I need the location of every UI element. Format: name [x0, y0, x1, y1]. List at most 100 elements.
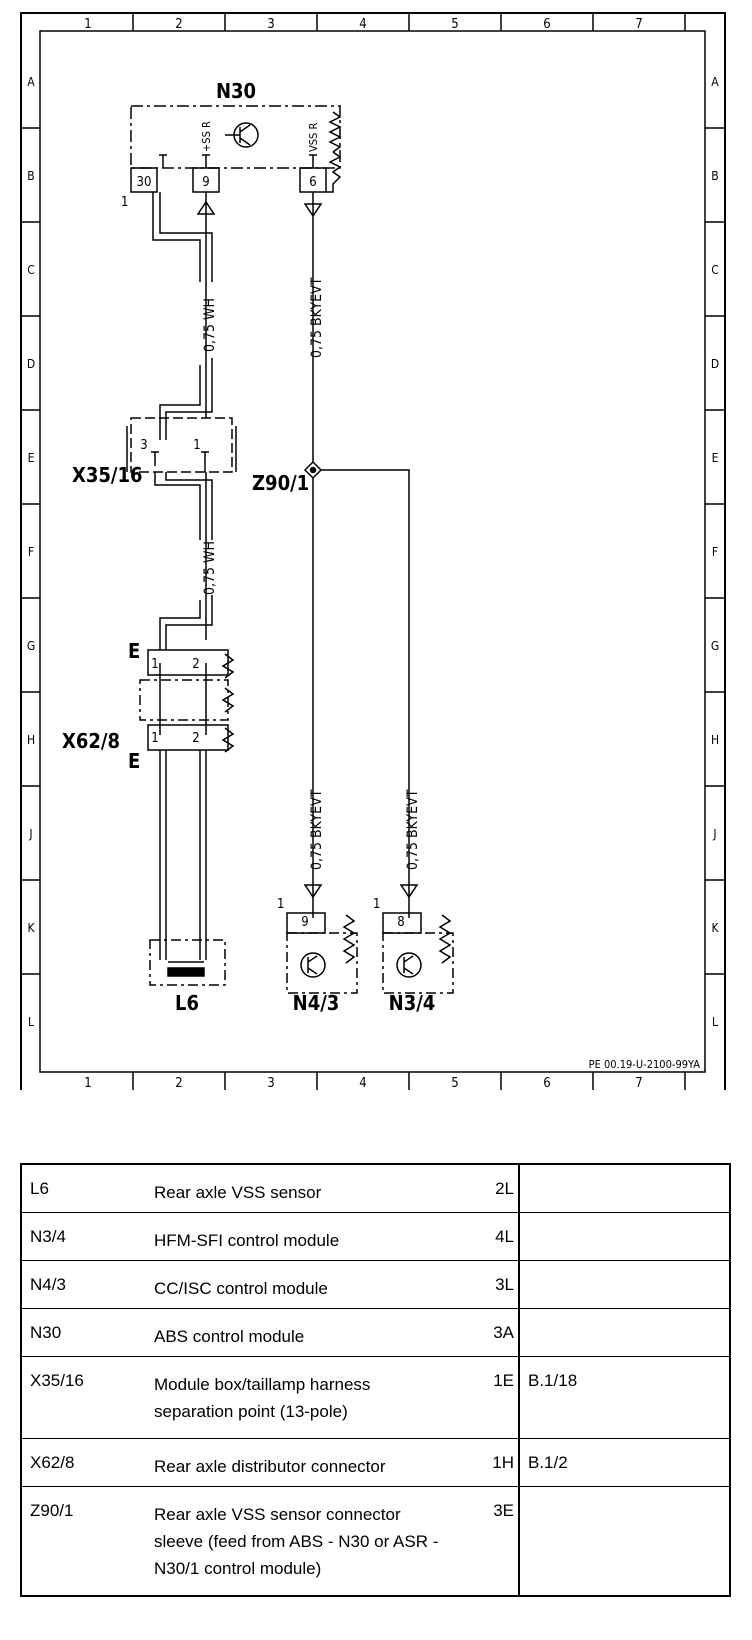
x62-8-pin-top-1: 1: [151, 657, 158, 672]
grid-row: L: [28, 1015, 34, 1029]
grid-row: K: [27, 921, 35, 935]
n4-3-mark: 1: [277, 897, 284, 912]
grid-col: 4: [359, 17, 366, 32]
grid-row: E: [712, 451, 719, 465]
legend-code: X62/8: [20, 1437, 144, 1487]
legend-reference: [518, 1485, 731, 1597]
x62-8-pin-top-2: 2: [192, 657, 199, 672]
legend-description: Rear axle VSS sensor: [144, 1163, 454, 1213]
n4-3-pin: 9: [301, 915, 308, 930]
grid-row: C: [27, 263, 35, 277]
x62-8-connector: [139, 649, 235, 753]
legend-description: CC/ISC control module: [144, 1259, 454, 1309]
n4-3-label: N4/3: [293, 991, 340, 1015]
grid-col: 7: [635, 1076, 642, 1090]
grid-row: K: [711, 921, 719, 935]
x35-16-label: X35/16: [72, 463, 143, 487]
grid-row-labels-left: A B C D E F G H J K L: [27, 75, 36, 1029]
grid-row: B: [711, 169, 718, 183]
grid-col: 1: [84, 1076, 91, 1090]
legend-code: X35/16: [20, 1355, 144, 1439]
wh-wire-upper: [152, 192, 323, 440]
grid-column-labels-top: 1 2 3 4 5 6 7: [84, 17, 642, 32]
grid-row: D: [711, 357, 719, 371]
grid-row: C: [711, 263, 719, 277]
n30-pin-9: 9: [202, 175, 209, 190]
legend-description: Rear axle distributor connector: [144, 1437, 454, 1487]
grid-col: 7: [635, 17, 642, 32]
legend-code: N3/4: [20, 1211, 144, 1261]
legend-reference: [518, 1211, 731, 1261]
grid-row: F: [28, 545, 34, 559]
legend-code: N4/3: [20, 1259, 144, 1309]
n4-3-module: [286, 912, 358, 994]
legend-reference: [518, 1307, 731, 1357]
n30-module: [130, 105, 342, 193]
legend-description: HFM-SFI control module: [144, 1211, 454, 1261]
grid-col: 2: [175, 17, 182, 32]
legend-code: Z90/1: [20, 1485, 144, 1597]
grid-row-labels-right: A B C D E F G H J K L: [711, 75, 720, 1029]
x35-16-connector: [126, 417, 237, 500]
z90-1-label: Z90/1: [252, 471, 309, 495]
legend-grid-location: 3L: [454, 1259, 519, 1309]
n30-label: N30: [216, 79, 256, 103]
legend-reference: B.1/2: [518, 1437, 731, 1487]
x62-8-mark-bottom: E: [128, 749, 140, 773]
legend-code: L6: [20, 1163, 144, 1213]
grid-row: E: [28, 451, 35, 465]
grid-row: D: [27, 357, 35, 371]
legend-code: N30: [20, 1307, 144, 1357]
grid-row: H: [711, 733, 719, 747]
grid-row: G: [711, 639, 719, 653]
grid-row: J: [712, 827, 716, 841]
legend-grid-location: 3E: [454, 1485, 519, 1597]
grid-row: J: [28, 827, 32, 841]
wiring-diagram: 1 2 3 4 5 6 7 1 2 3 4 5 6 7 A B C D E F …: [20, 12, 726, 1090]
x62-8-pin-bot-2: 2: [192, 731, 199, 746]
bkyevt-wire-n34: [399, 760, 419, 918]
grid-row: H: [27, 733, 35, 747]
grid-col: 6: [543, 17, 550, 32]
grid-col: 5: [451, 17, 458, 32]
grid-col: 2: [175, 1076, 182, 1090]
legend-reference: [518, 1163, 731, 1213]
legend-description: Module box/taillamp harness separation p…: [144, 1355, 454, 1439]
n30-pin-30: 30: [137, 175, 152, 190]
n3-4-mark: 1: [373, 897, 380, 912]
n30-mark: 1: [121, 195, 128, 210]
legend-grid-location: 3A: [454, 1307, 519, 1357]
wh-upper-label: 0,75 WH: [202, 298, 218, 352]
legend-reference: [518, 1259, 731, 1309]
grid-row: B: [27, 169, 34, 183]
bkyevt-main-label: 0,75 BKYEVT: [309, 277, 325, 358]
x62-8-mark-top: E: [128, 639, 140, 663]
legend-grid-location: 1E: [454, 1355, 519, 1439]
x62-8-pin-bot-1: 1: [151, 731, 158, 746]
grid-row: L: [712, 1015, 718, 1029]
diagram-frame: [20, 12, 726, 1090]
grid-col: 4: [359, 1076, 366, 1090]
n3-4-module: [382, 912, 454, 994]
bkyevt-wire-main: [303, 192, 410, 760]
n30-pin-6: 6: [309, 175, 316, 190]
n3-4-label: N3/4: [389, 991, 436, 1015]
grid-row: A: [711, 75, 719, 89]
legend-description: ABS control module: [144, 1307, 454, 1357]
document-reference: PE 00.19-U-2100-99YA: [589, 1058, 701, 1071]
legend-grid-location: 1H: [454, 1437, 519, 1487]
l6-label: L6: [175, 991, 199, 1015]
legend-description: Rear axle VSS sensor connector sleeve (f…: [144, 1485, 454, 1597]
grid-column-labels-bottom: 1 2 3 4 5 6 7: [84, 1076, 642, 1090]
grid-row: G: [27, 639, 35, 653]
x62-8-label: X62/8: [62, 729, 120, 753]
wh-wire-lower: [159, 472, 213, 650]
grid-col: 3: [267, 1076, 274, 1090]
grid-row: A: [27, 75, 35, 89]
legend-grid-location: 2L: [454, 1163, 519, 1213]
n30-vss-label: VSS R: [307, 123, 320, 152]
n30-ss-label: +SS R: [200, 121, 213, 152]
